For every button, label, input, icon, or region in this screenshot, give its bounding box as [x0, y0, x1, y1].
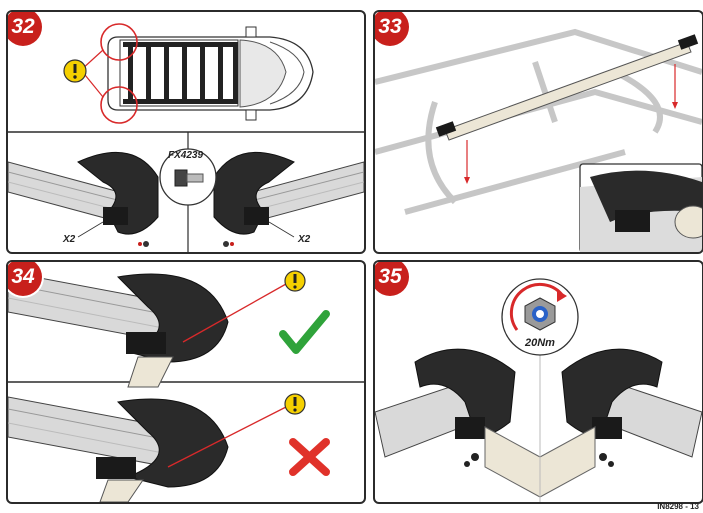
rail-end-right	[213, 151, 364, 247]
pointer-line-correct	[182, 283, 287, 343]
quantity-label-right: X2	[298, 234, 311, 245]
rail-end-right	[561, 348, 702, 458]
step-34-panel: 34	[6, 260, 366, 504]
check-icon	[279, 310, 330, 354]
torque-callout	[501, 278, 579, 356]
rail-end-left	[8, 151, 159, 247]
van-top-view	[107, 26, 314, 121]
rail-end-correct	[8, 271, 229, 388]
warning-icon	[284, 393, 306, 415]
highlight-circle-bottom	[100, 86, 138, 124]
part-code-label: FX4239	[168, 150, 204, 161]
document-reference: IN8298 - 13	[657, 502, 699, 511]
quantity-label-left: X2	[63, 234, 76, 245]
warning-icon	[284, 270, 306, 292]
nut-icon	[524, 297, 556, 331]
cross-icon	[289, 438, 330, 476]
step-number-badge: 34	[8, 262, 42, 296]
rail-end-incorrect	[8, 396, 229, 502]
step-32-illustration	[8, 23, 364, 252]
highlight-circle-top	[100, 23, 138, 61]
step-35-illustration	[375, 278, 702, 502]
step-32-panel: 32 FX4239 X2 X2	[6, 10, 366, 254]
step-34-illustration	[8, 270, 364, 502]
bolt-callout	[159, 148, 217, 206]
crossbar	[435, 34, 699, 141]
step-33-illustration	[375, 28, 702, 252]
rail-end-left	[375, 348, 516, 458]
step-number-badge: 35	[375, 262, 409, 296]
pointer-line-incorrect	[167, 406, 287, 468]
step-33-panel: 33	[373, 10, 703, 254]
rotate-arrow-icon	[509, 282, 565, 331]
torque-label: 20Nm	[525, 337, 555, 349]
step-number-badge: 33	[375, 12, 409, 46]
step-number-badge: 32	[8, 12, 42, 46]
step-35-panel: 35 20Nm	[373, 260, 703, 504]
detail-inset	[579, 163, 702, 252]
warning-icon	[63, 59, 87, 83]
